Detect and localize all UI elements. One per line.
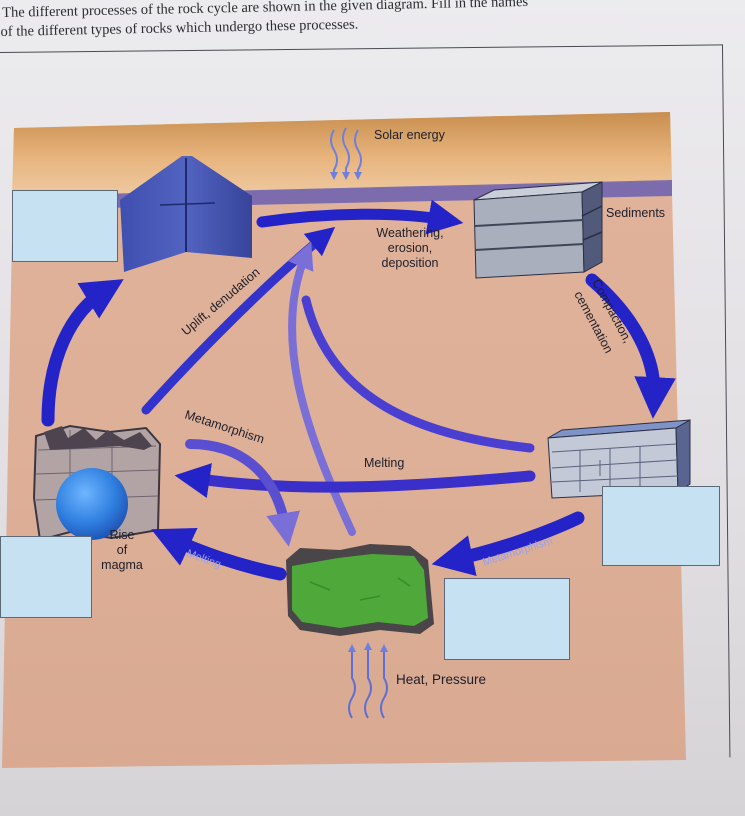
weathering-label-group: Weathering, erosion, deposition xyxy=(362,226,458,271)
sedimentary-rock-block xyxy=(473,181,603,279)
sediments-label: Sediments xyxy=(606,206,666,220)
magma-chamber xyxy=(56,468,128,540)
uplift-arrow-left xyxy=(41,279,124,427)
solar-energy-arrows xyxy=(330,127,362,180)
metamorphism-curve-arrow xyxy=(185,439,300,547)
solar-energy-label: Solar energy xyxy=(374,128,445,142)
heat-pressure-label: Heat, Pressure xyxy=(396,672,487,687)
rise-of-magma-label: Rise of magma xyxy=(92,528,152,573)
volcano-illustration xyxy=(120,156,252,272)
answer-box-igneous-rock[interactable] xyxy=(0,536,92,618)
heat-pressure-arrows xyxy=(348,642,388,719)
metamorphic-uplift-arrow xyxy=(288,241,356,536)
weathering-label: Weathering, xyxy=(376,226,444,240)
metamorphic-rock-block xyxy=(286,544,434,636)
answer-box-metamorphic-rock[interactable] xyxy=(444,578,570,660)
metamorphism-right-arrow xyxy=(431,511,585,577)
rise-label: Rise xyxy=(109,528,135,542)
weathering-arrow xyxy=(256,199,464,235)
compaction-arrow xyxy=(585,273,676,419)
melting-center-arrow xyxy=(174,463,536,498)
of-label: of xyxy=(116,543,128,557)
deposition-label: deposition xyxy=(381,256,439,270)
melting-lower-arrow xyxy=(151,527,287,581)
sediment-melting-arrow xyxy=(301,295,535,453)
answer-box-volcanic-rock[interactable] xyxy=(12,190,118,262)
melting-center-label: Melting xyxy=(364,456,405,470)
answer-box-sedimentary-rock[interactable] xyxy=(602,486,720,566)
magma-label: magma xyxy=(101,558,143,572)
layered-rock-block xyxy=(547,419,691,499)
erosion-label: erosion, xyxy=(387,241,433,255)
